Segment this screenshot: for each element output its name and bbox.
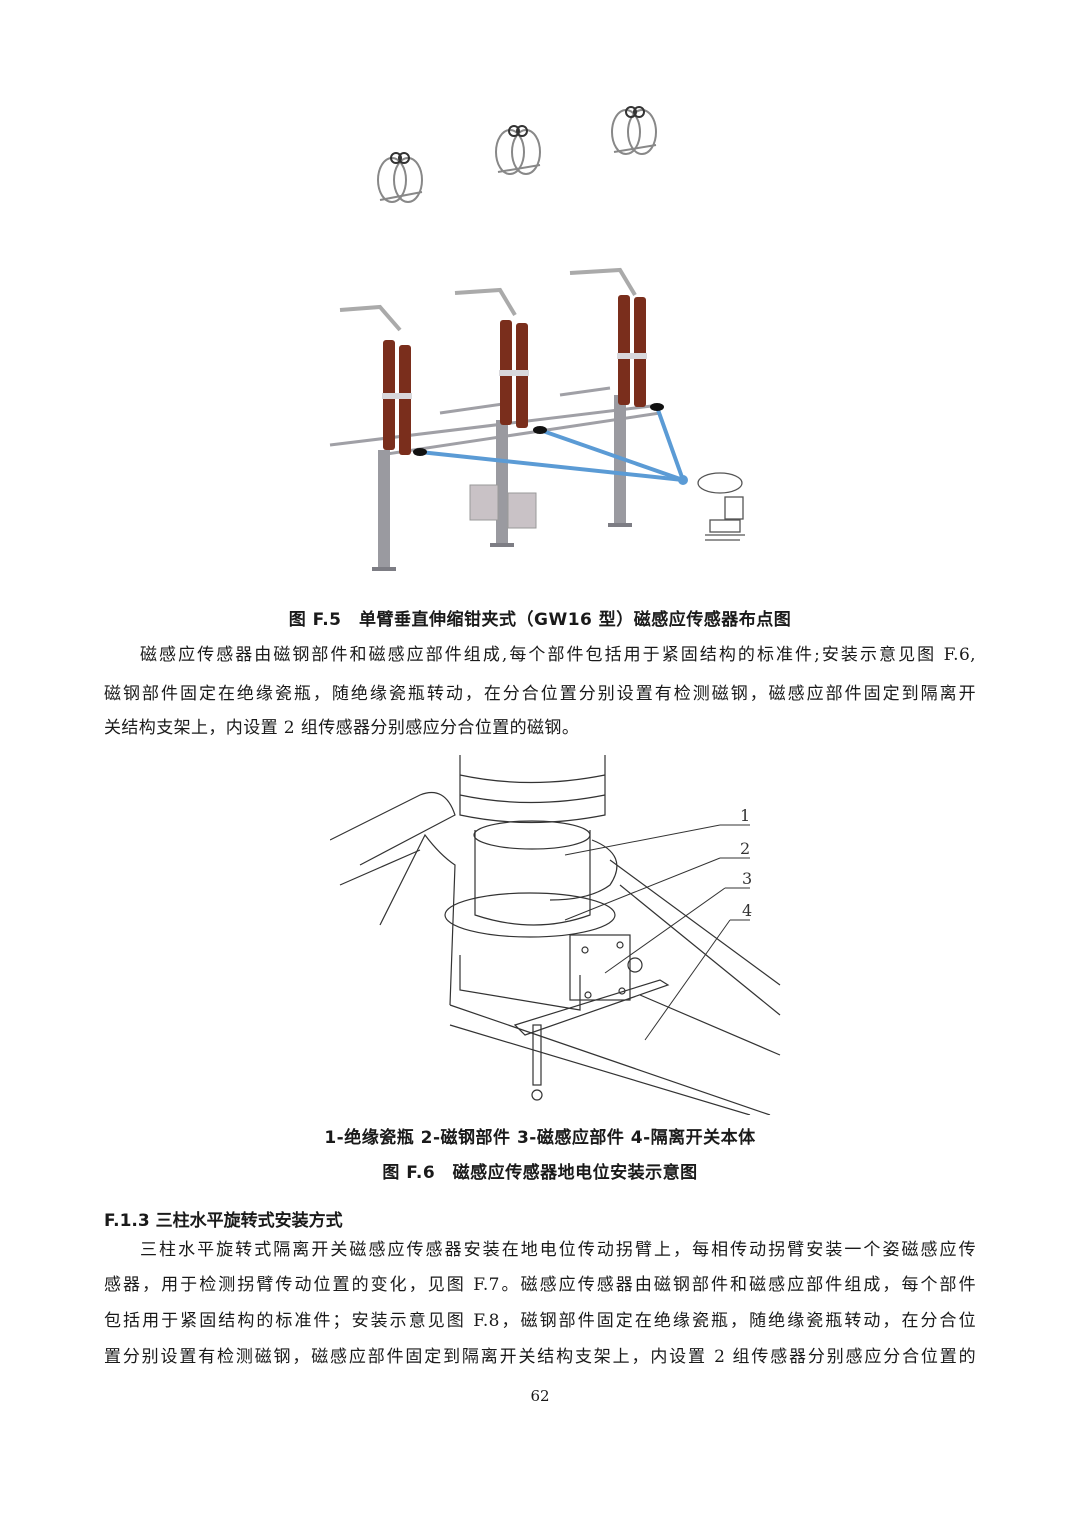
paragraph-2-line-4: 置分别设置有检测磁钢，磁感应部件固定到隔离开关结构支架上，内设置 2 组传感器分… (104, 1347, 976, 1367)
callout-3: 3 (742, 869, 752, 888)
figure-f6-legend: 1-绝缘瓷瓶 2-磁钢部件 3-磁感应部件 4-隔离开关本体 (324, 1128, 756, 1148)
callout-4: 4 (742, 901, 752, 920)
figure-f6-illustration: 1 2 3 4 (329, 755, 790, 1116)
sensor-link-lines (419, 406, 685, 482)
callout-1: 1 (740, 806, 750, 825)
paragraph-2-line-3: 包括用于紧固结构的标准件；安装示意见图 F.8，磁钢部件固定在绝缘瓷瓶，随绝缘瓷… (104, 1311, 976, 1331)
section-heading: F.1.3 三柱水平旋转式安装方式 (104, 1211, 343, 1231)
figure-f5-caption: 图 F.5 单臂垂直伸缩钳夹式（GW16 型）磁感应传感器布点图 (288, 610, 792, 630)
sensor-point-marks (413, 403, 664, 456)
clamp-ring-icon (377, 106, 657, 203)
paragraph-2-line-1: 三柱水平旋转式隔离开关磁感应传感器安装在地电位传动拐臂上，每相传动拐臂安装一个姿… (140, 1240, 976, 1260)
disconnect-switch-diagram (329, 106, 745, 571)
paragraph-1-line-3: 关结构支架上，内设置 2 组传感器分别感应分合位置的磁钢。 (104, 718, 580, 738)
figure-f6-caption: 图 F.6 磁感应传感器地电位安装示意图 (382, 1163, 698, 1183)
callout-2: 2 (740, 839, 750, 858)
paragraph-2-line-2: 感器，用于检测拐臂传动位置的变化，见图 F.7。磁感应传感器由磁钢部件和磁感应部… (104, 1275, 976, 1295)
page-number: 62 (530, 1387, 550, 1405)
figure-f5-illustration (300, 95, 780, 585)
sensor-assembly-icon (697, 472, 745, 541)
paragraph-1-line-1: 磁感应传感器由磁钢部件和磁感应部件组成,每个部件包括用于紧固结构的标准件;安装示… (140, 645, 976, 665)
paragraph-1-line-2: 磁钢部件固定在绝缘瓷瓶，随绝缘瓷瓶转动，在分合位置分别设置有检测磁钢，磁感应部件… (104, 684, 976, 704)
sensor-installation-drawing: 1 2 3 4 (329, 755, 781, 1116)
